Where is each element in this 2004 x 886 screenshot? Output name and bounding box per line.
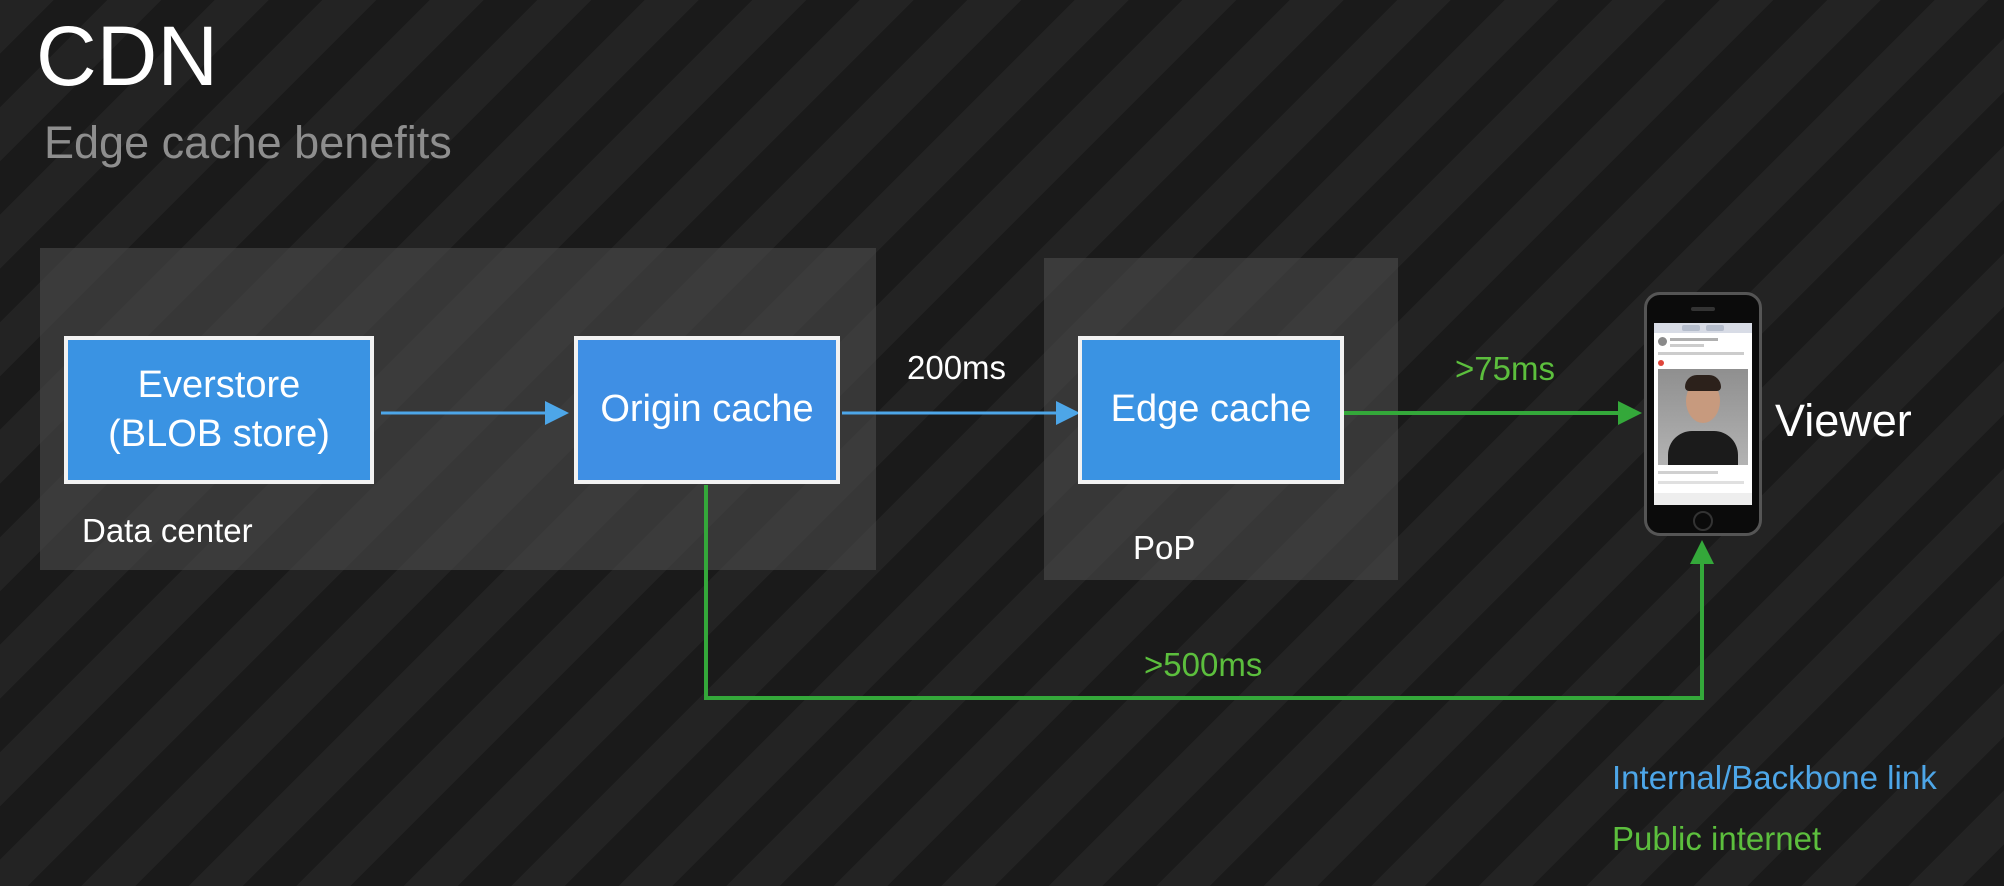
latency-origin-to-edge: 200ms	[907, 349, 1007, 386]
everstore-label: Everstore (BLOB store)	[108, 363, 330, 455]
public-link-origin-to-viewer	[704, 485, 1714, 700]
latency-origin-to-viewer: >500ms	[1144, 646, 1263, 683]
phone-text-line	[1670, 344, 1704, 347]
edge-cache-label: Edge cache	[1110, 388, 1312, 431]
latency-edge-to-viewer: >75ms	[1455, 350, 1555, 387]
phone-tab	[1682, 325, 1700, 331]
smartphone-icon	[1644, 292, 1762, 536]
slide-title: CDN	[36, 9, 218, 103]
everstore-node: Everstore (BLOB store)	[64, 336, 374, 484]
legend-public-internet: Public internet	[1612, 820, 1822, 857]
phone-tab	[1706, 325, 1724, 331]
pop-label: PoP	[1133, 529, 1196, 566]
slide-subtitle: Edge cache benefits	[44, 117, 452, 168]
phone-photo-body	[1668, 431, 1738, 465]
phone-tab-bar	[1654, 493, 1752, 505]
phone-text-line	[1658, 352, 1744, 355]
phone-text-line	[1670, 338, 1718, 341]
phone-avatar-icon	[1658, 337, 1667, 346]
phone-screen	[1654, 323, 1752, 505]
phone-text-line	[1658, 471, 1718, 474]
phone-app-header	[1654, 323, 1752, 333]
phone-home-button-icon	[1693, 511, 1713, 531]
phone-photo-hair	[1685, 375, 1721, 391]
origin-cache-label: Origin cache	[600, 388, 814, 431]
origin-cache-node: Origin cache	[574, 336, 840, 484]
phone-speaker	[1691, 307, 1715, 311]
viewer-label: Viewer	[1775, 395, 1912, 446]
legend-internal-link: Internal/Backbone link	[1612, 759, 1937, 796]
data-center-label: Data center	[82, 512, 253, 549]
edge-cache-node: Edge cache	[1078, 336, 1344, 484]
phone-live-badge-icon	[1658, 360, 1664, 366]
phone-text-line	[1658, 481, 1744, 484]
phone-photo	[1658, 369, 1748, 465]
